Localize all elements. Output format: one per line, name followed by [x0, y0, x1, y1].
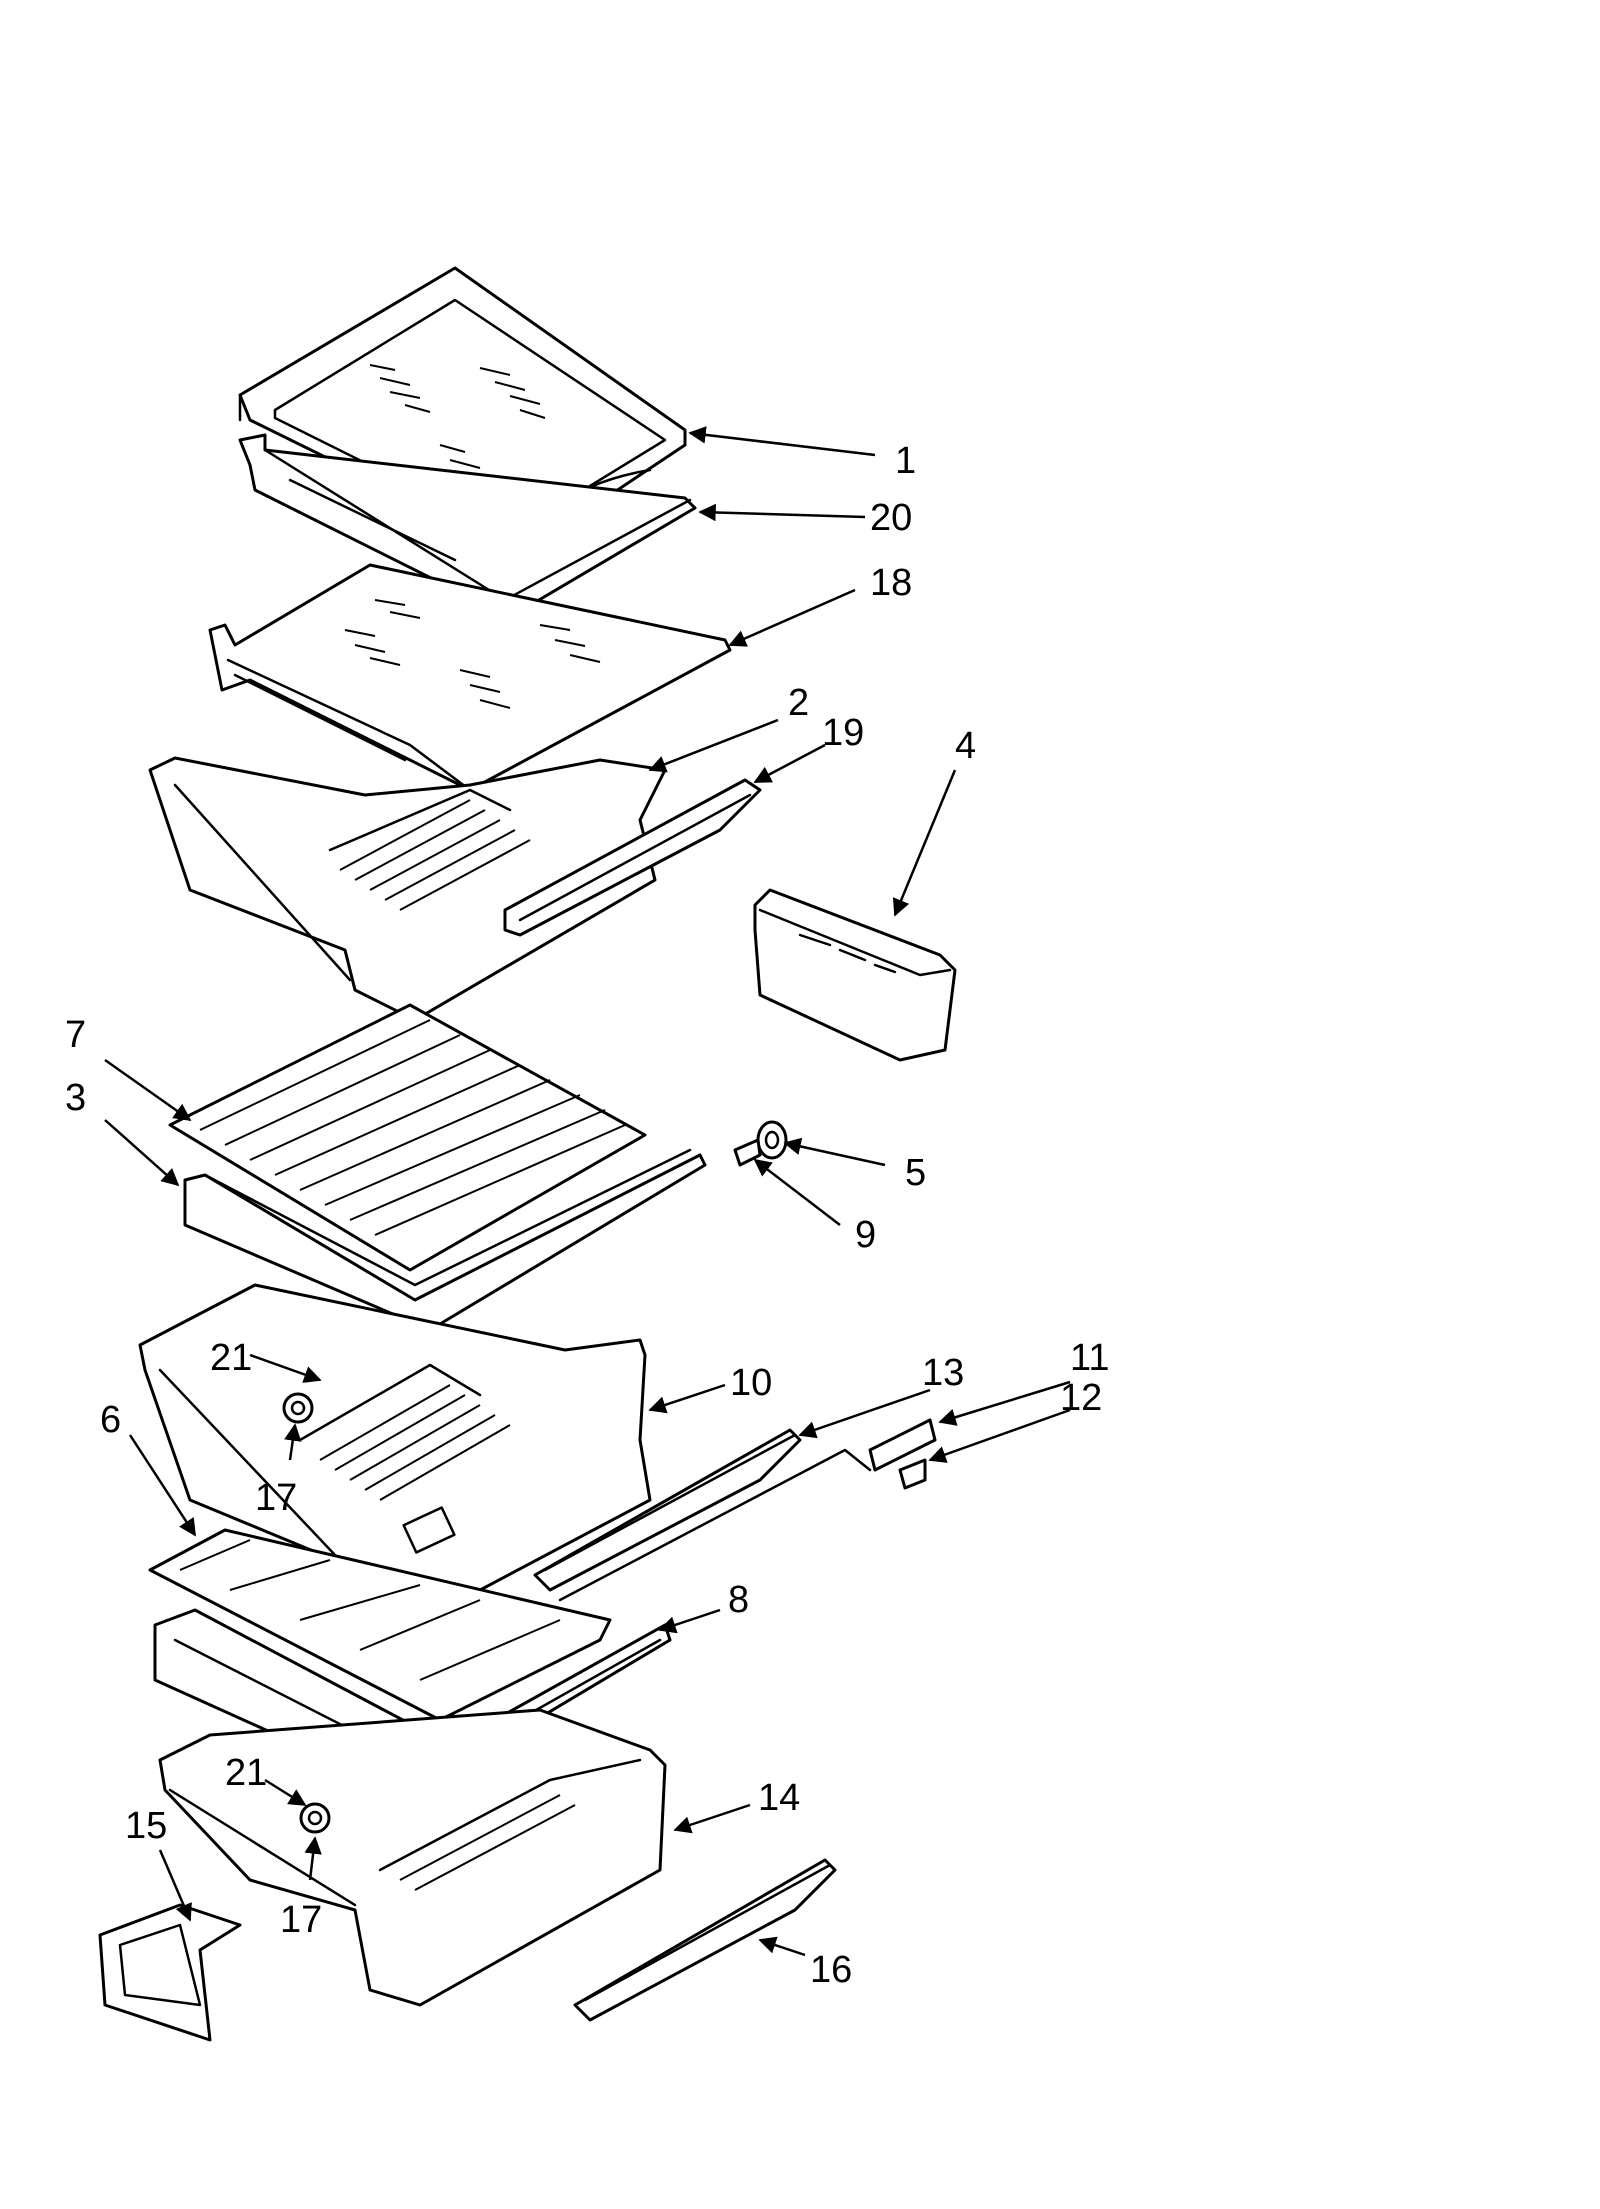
lower-glass-shelf	[148, 1528, 612, 1722]
callout-21a: 21	[210, 1337, 252, 1379]
leader-lines	[104, 426, 1071, 1957]
callout-5: 5	[905, 1152, 926, 1194]
top-glass-shelf	[238, 266, 687, 550]
callout-3: 3	[65, 1077, 86, 1119]
callout-19: 19	[822, 712, 864, 754]
middle-crisper-drawer	[138, 1283, 652, 1637]
callout-11: 11	[1070, 1337, 1109, 1379]
callout-21b: 21	[225, 1752, 267, 1794]
callout-13: 13	[922, 1352, 964, 1394]
bottom-drawer-handle	[573, 1858, 837, 2022]
callout-15: 15	[125, 1805, 167, 1847]
crisper-glass-cover	[168, 1003, 647, 1272]
callout-10: 10	[730, 1362, 772, 1404]
callout-12: 12	[1060, 1377, 1102, 1419]
callout-4: 4	[955, 725, 976, 767]
callout-labels: 1 20 18 2 19 4 7 3 5 9 21 10 13 11 12 6 …	[65, 440, 1109, 1991]
top-shelf-frame	[238, 433, 697, 622]
callout-16: 16	[810, 1949, 852, 1991]
callout-17a: 17	[255, 1477, 297, 1519]
crisper-cover-frame	[183, 1148, 707, 1332]
upper-drawer-handle	[503, 778, 762, 937]
drawer-control-panel	[98, 1903, 242, 2042]
roller-and-nut	[733, 1120, 788, 1167]
callout-18: 18	[870, 562, 912, 604]
bottom-crisper-drawer	[158, 1708, 667, 2007]
second-glass-shelf	[208, 563, 732, 792]
callout-9: 9	[855, 1214, 876, 1256]
callout-7: 7	[65, 1014, 86, 1056]
callout-6: 6	[100, 1399, 121, 1441]
callout-14: 14	[758, 1777, 800, 1819]
callout-2: 2	[788, 682, 809, 724]
callout-1: 1	[895, 440, 916, 482]
callout-8: 8	[728, 1579, 749, 1621]
callout-20: 20	[870, 497, 912, 539]
callout-17b: 17	[280, 1899, 322, 1941]
drawer-rail-and-brackets	[533, 1418, 937, 1602]
dairy-bin	[753, 888, 957, 1062]
